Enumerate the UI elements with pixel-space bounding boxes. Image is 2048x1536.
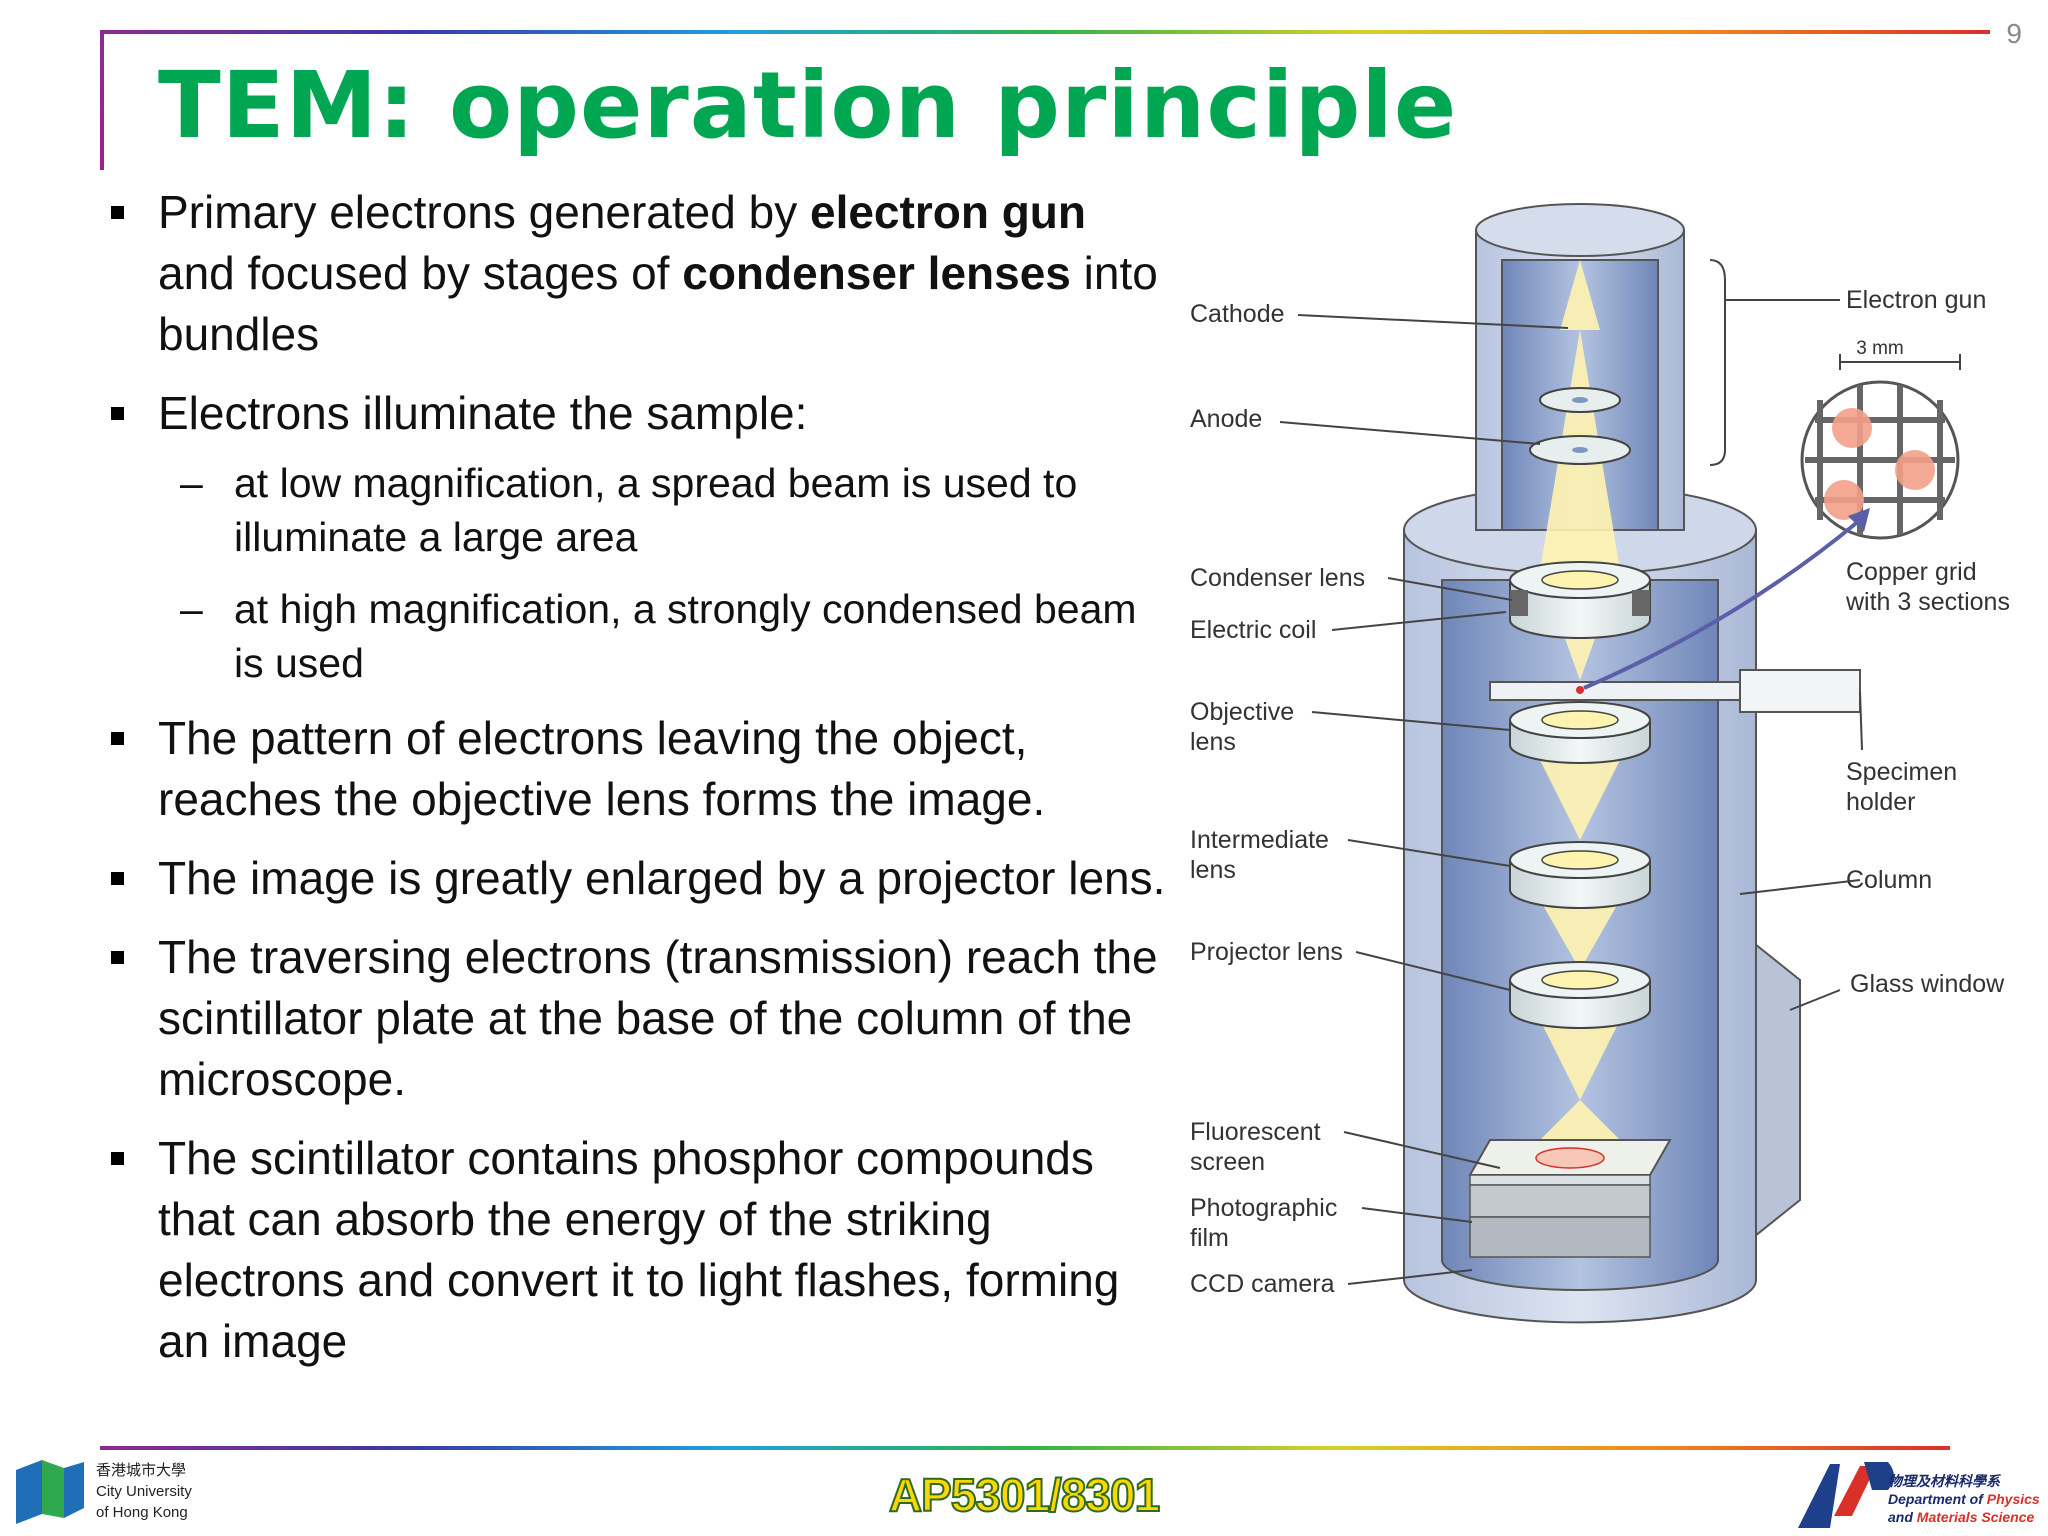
specimen-holder xyxy=(1489,669,1861,713)
dept-line2-b: Materials Science xyxy=(1916,1509,2035,1525)
bullet-list: Primary electrons generated by electron … xyxy=(108,182,1168,1390)
label-objective-lens-2: lens xyxy=(1190,728,1236,756)
label-copper-grid: Copper grid xyxy=(1846,558,1977,586)
dept-line2: and Materials Science xyxy=(1888,1508,2040,1526)
bullet-square-icon xyxy=(111,206,124,219)
cityu-logo xyxy=(16,1460,84,1524)
bullet-square-icon xyxy=(111,872,124,885)
bullet-item: Primary electrons generated by electron … xyxy=(108,182,1168,365)
bullet-square-icon xyxy=(111,732,124,745)
course-code: AP5301/8301 xyxy=(888,1468,1161,1522)
bottom-gradient-rule xyxy=(100,1446,1950,1450)
label-specimen-holder: Specimen xyxy=(1846,758,1957,786)
cityu-name: 香港城市大學 City University of Hong Kong xyxy=(96,1460,192,1523)
label-anode: Anode xyxy=(1190,405,1262,433)
label-leaders xyxy=(1279,314,1863,1285)
bullet-text-part: Primary electrons generated by xyxy=(158,186,810,238)
label-intermediate-lens: Intermediate xyxy=(1190,826,1329,854)
dept-line2-a: and xyxy=(1888,1509,1917,1525)
bullet-square-icon xyxy=(111,407,124,420)
label-electron-gun: Electron gun xyxy=(1846,286,1986,314)
label-intermediate-lens-2: lens xyxy=(1190,856,1236,884)
tem-diagram: Cathode Anode Condenser lens Electric co… xyxy=(1190,203,2010,1324)
label-projector-lens: Projector lens xyxy=(1190,938,1343,966)
label-glass-window: Glass window xyxy=(1850,970,2005,998)
dept-line1-a: Department of xyxy=(1888,1491,1987,1507)
label-ccd-camera: CCD camera xyxy=(1190,1270,1335,1298)
label-specimen-holder-2: holder xyxy=(1846,788,1916,816)
dept-line1-b: Physics xyxy=(1986,1491,2040,1507)
condenser-lens xyxy=(1509,561,1651,639)
label-cathode: Cathode xyxy=(1190,300,1285,328)
dash-icon: – xyxy=(180,586,203,632)
bullet-square-icon xyxy=(111,951,124,964)
copper-grid-inset xyxy=(1583,354,1961,690)
label-grid-size: 3 mm xyxy=(1856,338,1904,359)
bullet-text: The image is greatly enlarged by a proje… xyxy=(158,852,1166,904)
bullet-text-bold: condenser lenses xyxy=(682,247,1071,299)
dept-chinese: 物理及材料科學系 xyxy=(1888,1473,2000,1489)
diagram-labels: Cathode Anode Condenser lens Electric co… xyxy=(1190,286,2010,1298)
bullet-item: The image is greatly enlarged by a proje… xyxy=(108,848,1168,909)
dash-icon: – xyxy=(180,460,203,506)
label-copper-grid-2: with 3 sections xyxy=(1845,588,2010,616)
bullet-square-icon xyxy=(111,1152,124,1165)
dept-line1: Department of Physics xyxy=(1888,1490,2040,1508)
sub-item-text: at high magnification, a strongly conden… xyxy=(234,586,1137,686)
sub-item: – at low magnification, a spread beam is… xyxy=(108,456,1168,564)
sub-list: – at low magnification, a spread beam is… xyxy=(108,456,1168,690)
slide-title: TEM: operation principle xyxy=(158,52,1458,159)
cityu-chinese: 香港城市大學 xyxy=(96,1462,187,1479)
label-fluorescent-screen-2: screen xyxy=(1190,1148,1265,1176)
bullet-item: The traversing electrons (transmission) … xyxy=(108,927,1168,1110)
bullet-text-part: and focused by stages of xyxy=(158,247,683,299)
label-objective-lens: Objective xyxy=(1190,698,1294,726)
bullet-item: The scintillator contains phosphor compo… xyxy=(108,1128,1168,1372)
label-condenser-lens: Condenser lens xyxy=(1190,564,1365,592)
objective-lens xyxy=(1509,701,1651,764)
ap-department-name: 物理及材料科學系 Department of Physics and Mater… xyxy=(1888,1472,2040,1526)
bullet-text-part: into bundles xyxy=(158,247,1158,360)
cityu-line2: of Hong Kong xyxy=(96,1504,188,1521)
bullet-item: Electrons illuminate the sample: xyxy=(108,383,1168,444)
label-photographic-film-2: film xyxy=(1190,1224,1229,1252)
sub-item-text: at low magnification, a spread beam is u… xyxy=(234,460,1078,560)
top-gradient-rule xyxy=(100,30,1990,34)
intermediate-lens xyxy=(1509,841,1651,909)
electron-gun-bracket xyxy=(1709,259,1726,466)
label-electric-coil: Electric coil xyxy=(1190,616,1316,644)
left-accent-rule xyxy=(100,30,104,170)
anode-discs xyxy=(1529,387,1631,465)
label-fluorescent-screen: Fluorescent xyxy=(1190,1118,1321,1146)
glass-window-block xyxy=(1749,937,1801,1243)
ap-department-logo xyxy=(1798,1462,1894,1528)
bullet-text: Electrons illuminate the sample: xyxy=(158,387,808,439)
projector-lens xyxy=(1509,961,1651,1029)
cityu-line1: City University xyxy=(96,1483,192,1500)
label-photographic-film: Photographic xyxy=(1190,1194,1337,1222)
bullet-text: The traversing electrons (transmission) … xyxy=(158,931,1158,1105)
bullet-text-bold: electron gun xyxy=(809,186,1087,238)
bullet-text: The scintillator contains phosphor compo… xyxy=(158,1132,1120,1367)
sub-item: – at high magnification, a strongly cond… xyxy=(108,582,1168,690)
detector-stack xyxy=(1468,1139,1672,1258)
page-number: 9 xyxy=(2006,18,2022,49)
bullet-text: The pattern of electrons leaving the obj… xyxy=(158,712,1046,825)
label-column: Column xyxy=(1846,866,1932,894)
bullet-item: The pattern of electrons leaving the obj… xyxy=(108,708,1168,830)
